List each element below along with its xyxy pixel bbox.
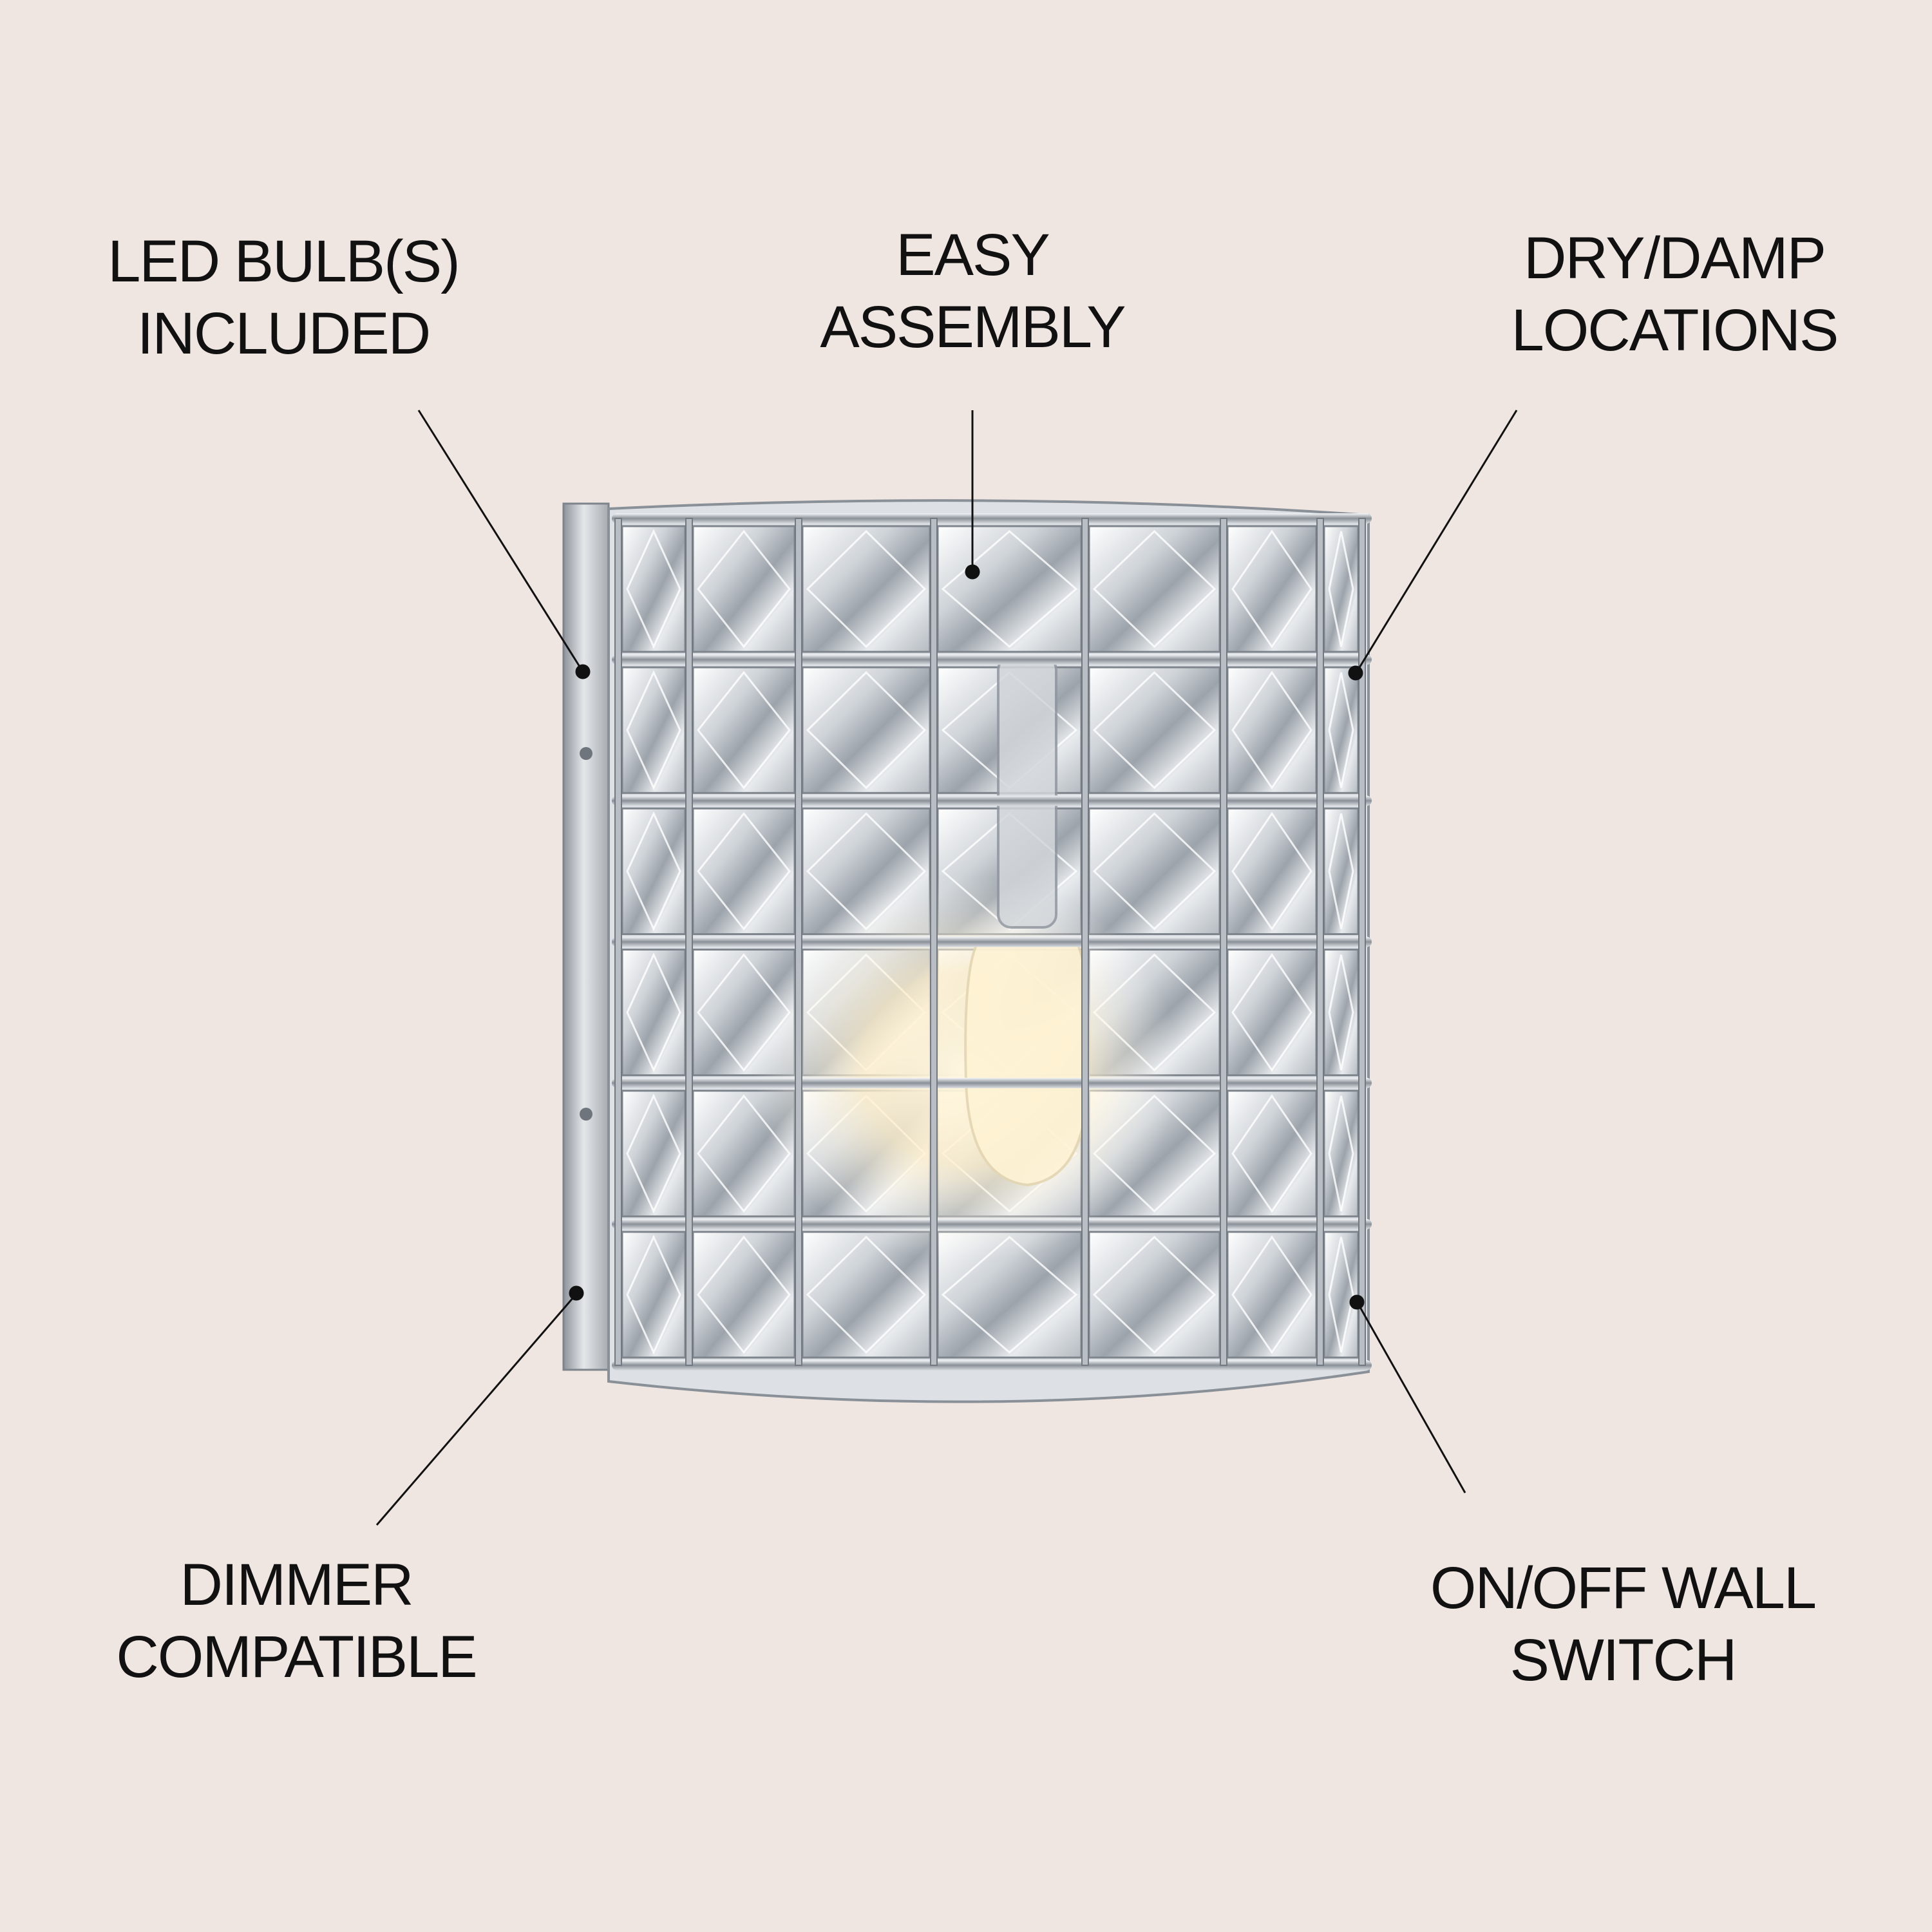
leader-line-dimmer [375,1297,574,1526]
grid-bar [685,518,693,1366]
callout-dimmer-line1: DIMMER [180,1552,413,1618]
callout-dry-line1: DRY/DAMP [1524,225,1826,291]
callout-dry-damp-locations: DRY/DAMP LOCATIONS [1449,222,1900,366]
callout-easy-line2: ASSEMBLY [820,294,1126,360]
crystal-tile [692,525,796,653]
leader-dot-led [575,664,591,679]
leader-line-dry [1358,410,1518,669]
crystal-tile [1088,525,1221,653]
crystal-tile [1226,525,1318,653]
leader-dot-easy [965,564,980,580]
crystal-tile [1323,666,1359,794]
leader-dot-onoff [1349,1294,1365,1310]
callout-dry-line2: LOCATIONS [1511,298,1839,363]
grid-bar [1081,518,1089,1366]
callout-easy-line1: EASY [896,222,1050,288]
grid-rings [612,513,1372,1370]
crystal-tile [801,666,931,794]
crystal-tile [621,807,687,936]
leader-dot-dry [1348,665,1363,681]
mount-screw-top [580,747,592,760]
grid-bar [1220,518,1227,1366]
callout-dimmer-compatible: DIMMER COMPATIBLE [64,1549,528,1693]
callout-easy-assembly: EASY ASSEMBLY [747,219,1198,363]
callout-dimmer-line2: COMPATIBLE [116,1624,477,1690]
mount-screw-bottom [580,1108,592,1121]
sconce-backplate [562,502,610,1371]
crystal-tile [692,807,796,936]
callout-led-line1: LED BULB(S) [108,229,460,294]
grid-bar [1358,518,1366,1366]
crystal-tile [1323,807,1359,936]
grid-bar [795,518,802,1366]
leader-line-led [417,410,581,667]
crystal-tile [621,1231,687,1359]
leader-dot-dimmer [569,1285,584,1301]
grid-bar [1316,518,1324,1366]
leader-line-onoff [1359,1307,1466,1493]
crystal-tile [1226,666,1318,794]
grid-bar [614,518,622,1366]
crystal-tile [936,525,1083,653]
crystal-tile [621,666,687,794]
callout-led-bulbs-included: LED BULB(S) INCLUDED [64,225,502,370]
callout-on-off-wall-switch: ON/OFF WALL SWITCH [1391,1552,1855,1696]
crystal-tile [621,949,687,1077]
crystal-tile [1226,807,1318,936]
callout-led-line2: INCLUDED [137,301,431,366]
callout-onoff-line1: ON/OFF WALL [1430,1555,1817,1621]
callout-onoff-line2: SWITCH [1510,1627,1738,1693]
crystal-tile [1088,1231,1221,1359]
grid-bar [930,518,938,1366]
